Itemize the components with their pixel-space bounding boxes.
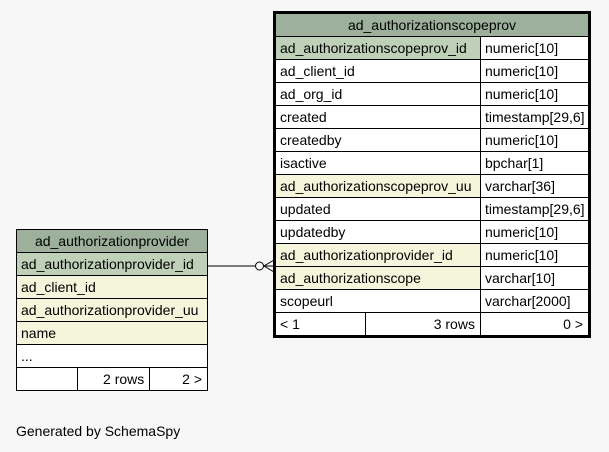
column-row[interactable]: name bbox=[16, 321, 208, 345]
column-type: numeric[10] bbox=[479, 243, 591, 267]
column-type: varchar[2000] bbox=[479, 289, 591, 313]
column-name[interactable]: ad_client_id bbox=[274, 59, 481, 83]
column-name[interactable]: ad_authorizationprovider_id bbox=[274, 243, 481, 267]
column-row[interactable]: ad_authorizationprovider_uu bbox=[16, 298, 208, 322]
column-row[interactable]: ad_client_id bbox=[16, 275, 208, 299]
column-type: varchar[36] bbox=[479, 174, 591, 198]
column-type: numeric[10] bbox=[479, 220, 591, 244]
column-row-more[interactable]: ... bbox=[16, 344, 208, 368]
column-name[interactable]: scopeurl bbox=[274, 289, 481, 313]
table-ad-authorizationprovider[interactable]: ad_authorizationprovider ad_authorizatio… bbox=[15, 229, 208, 391]
footer-parents[interactable]: < 1 bbox=[274, 312, 366, 337]
column-type: numeric[10] bbox=[479, 36, 591, 60]
column-name[interactable]: ad_authorizationscope bbox=[274, 266, 481, 290]
footer-row-count: 3 rows bbox=[364, 312, 481, 337]
column-row[interactable]: ad_authorizationprovider_id bbox=[16, 252, 208, 276]
footer-children[interactable]: 2 > bbox=[149, 367, 208, 391]
column-name[interactable]: updatedby bbox=[274, 220, 481, 244]
column-name[interactable]: created bbox=[274, 105, 481, 129]
column-name[interactable]: createdby bbox=[274, 128, 481, 152]
table-header[interactable]: ad_authorizationprovider bbox=[16, 229, 208, 253]
generated-by-text: Generated by SchemaSpy bbox=[16, 423, 181, 439]
column-type: bpchar[1] bbox=[479, 151, 591, 175]
column-name[interactable]: ad_authorizationscopeprov_uu bbox=[274, 174, 481, 198]
column-type: numeric[10] bbox=[479, 59, 591, 83]
column-name[interactable]: updated bbox=[274, 197, 481, 221]
column-type: varchar[10] bbox=[479, 266, 591, 290]
footer-row-count: 2 rows bbox=[77, 367, 151, 391]
column-type: numeric[10] bbox=[479, 128, 591, 152]
footer-parents bbox=[15, 367, 79, 391]
table-header[interactable]: ad_authorizationscopeprov bbox=[274, 12, 590, 37]
column-type: timestamp[29,6] bbox=[479, 197, 591, 221]
table-ad-authorizationscopeprov[interactable]: ad_authorizationscopeprov ad_authorizati… bbox=[273, 11, 591, 338]
column-type: timestamp[29,6] bbox=[479, 105, 591, 129]
column-name[interactable]: ad_org_id bbox=[274, 82, 481, 106]
column-name[interactable]: ad_authorizationscopeprov_id bbox=[274, 36, 481, 60]
relationship-crowfoot bbox=[263, 259, 275, 273]
column-name[interactable]: isactive bbox=[274, 151, 481, 175]
column-type: numeric[10] bbox=[479, 82, 591, 106]
footer-children[interactable]: 0 > bbox=[479, 312, 591, 337]
relationship-optional-circle bbox=[255, 261, 264, 271]
